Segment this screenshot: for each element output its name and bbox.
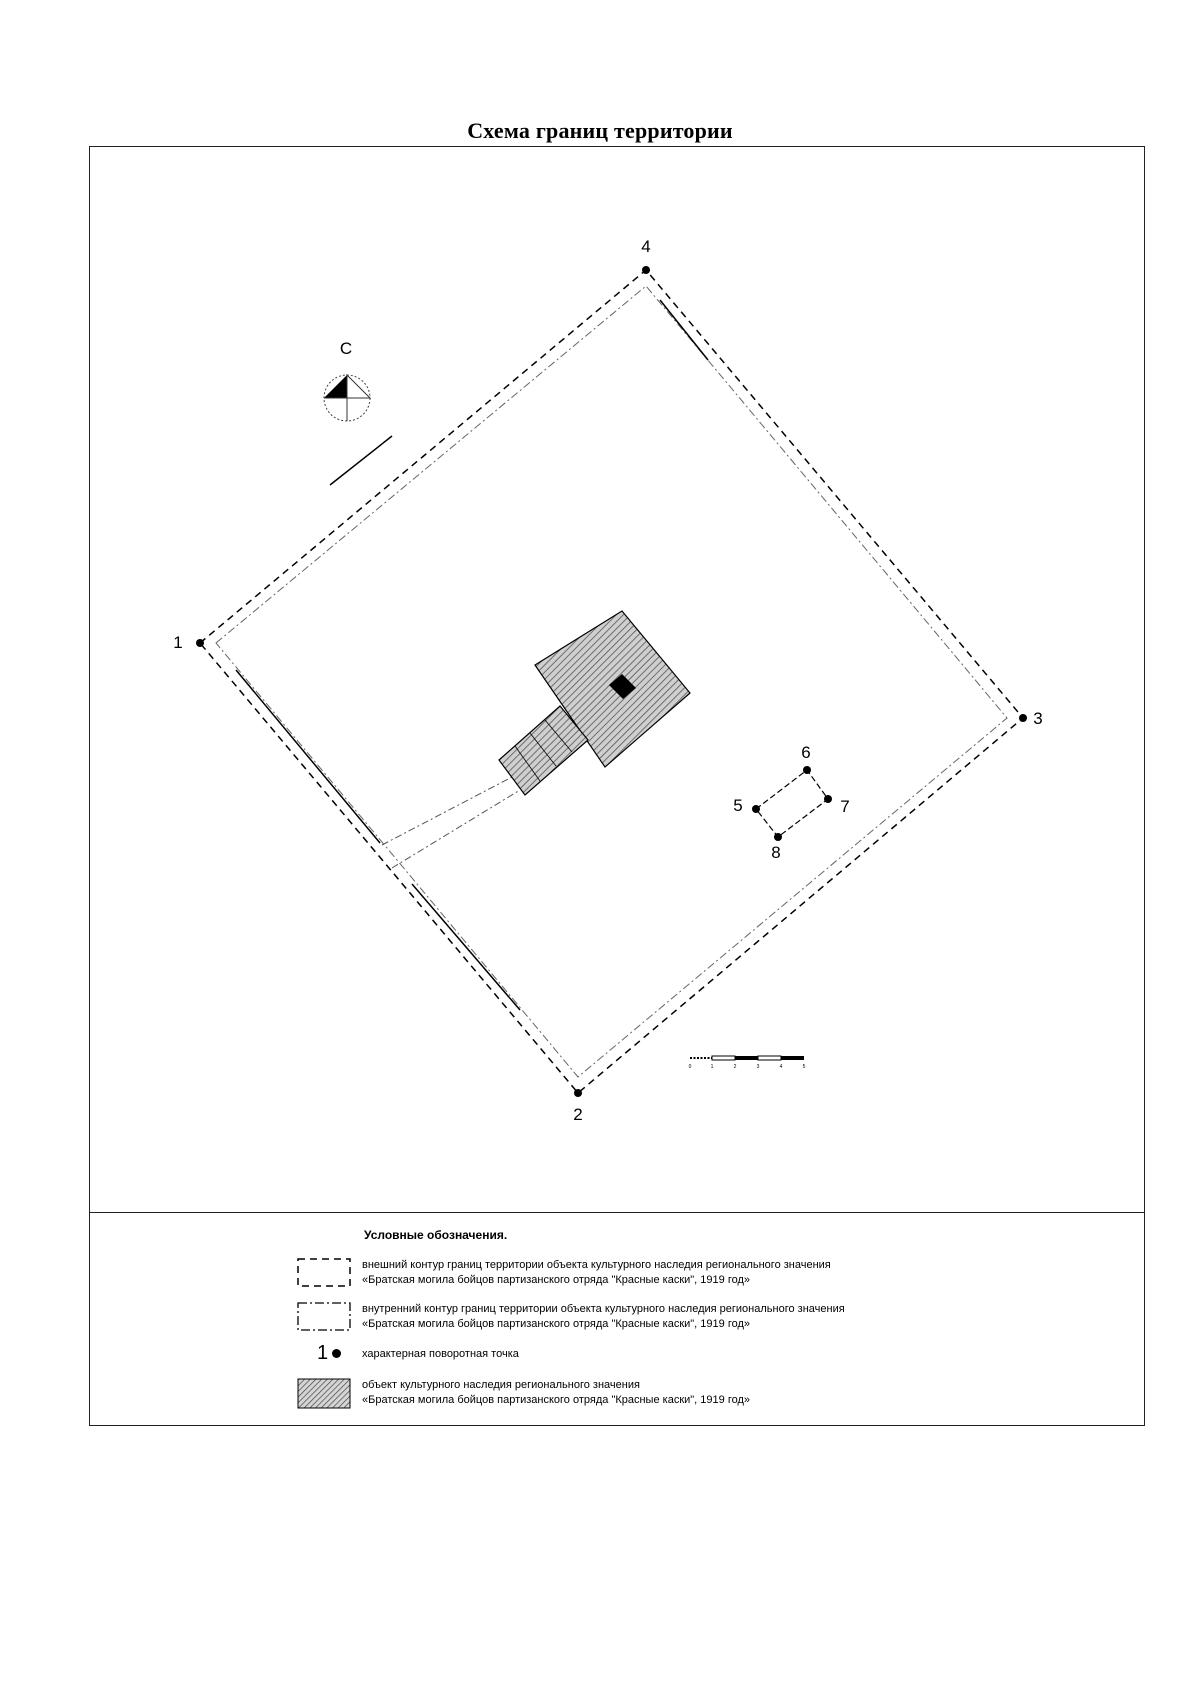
point-2-label: 2 xyxy=(573,1105,582,1124)
legend-text-line: «Братская могила бойцов партизанского от… xyxy=(362,1394,750,1406)
legend-text-line: «Братская могила бойцов партизанского от… xyxy=(362,1274,750,1286)
scale-tick: 1 xyxy=(711,1064,714,1070)
legend-text-line: объект культурного наследия региональног… xyxy=(362,1379,640,1391)
boundary-solid-segments xyxy=(235,299,709,1011)
legend-title: Условные обозначения. xyxy=(364,1228,508,1242)
access-path xyxy=(381,776,521,869)
legend-item-turning-point: 1 характерная поворотная точка xyxy=(296,1342,1056,1378)
legend-text-line: характерная поворотная точка xyxy=(362,1348,519,1360)
scale-tick: 4 xyxy=(780,1064,783,1070)
point-7 xyxy=(824,795,832,803)
legend-text-line: внутренний контур границ территории объе… xyxy=(362,1303,845,1315)
point-4-label: 4 xyxy=(641,237,650,256)
north-arrow-icon xyxy=(323,373,372,422)
point-5-label: 5 xyxy=(733,796,742,815)
heritage-object xyxy=(498,610,691,796)
inner-boundary xyxy=(215,285,1008,1078)
legend-item-outer-boundary: внешний контур границ территории объекта… xyxy=(296,1256,1056,1292)
point-7-label: 7 xyxy=(840,797,849,816)
point-3-label: 3 xyxy=(1033,709,1042,728)
legend-item-inner-boundary: внутренний контур границ территории объе… xyxy=(296,1300,1056,1336)
point-6 xyxy=(803,766,811,774)
point-8 xyxy=(774,833,782,841)
hatched-area-symbol-icon xyxy=(297,1378,351,1409)
point-8-label: 8 xyxy=(771,843,780,862)
point-1 xyxy=(196,639,204,647)
inner-boundary-symbol-icon xyxy=(297,1302,351,1331)
legend-marker-label: 1 xyxy=(317,1342,329,1364)
scale-tick: 5 xyxy=(803,1064,806,1070)
point-5 xyxy=(752,805,760,813)
scale-bar: 0 1 2 3 4 5 xyxy=(689,1055,806,1070)
scale-tick: 0 xyxy=(689,1064,692,1070)
north-label: С xyxy=(340,339,352,358)
legend-item-heritage-object: объект культурного наследия региональног… xyxy=(296,1376,1056,1412)
page-title: Схема границ территории xyxy=(467,118,733,143)
turning-points: 1 2 3 4 5 6 7 8 xyxy=(173,237,1042,1124)
point-2 xyxy=(574,1089,582,1097)
legend-text-line: «Братская могила бойцов партизанского от… xyxy=(362,1318,750,1330)
map-frame xyxy=(89,146,1145,1426)
small-enclosure xyxy=(755,769,829,838)
turning-point-symbol-icon: 1 xyxy=(296,1342,352,1366)
outer-boundary-symbol-icon xyxy=(297,1258,351,1287)
point-3 xyxy=(1019,714,1027,722)
legend-text-line: внешний контур границ территории объекта… xyxy=(362,1259,831,1271)
scale-tick: 2 xyxy=(734,1064,737,1070)
point-1-label: 1 xyxy=(173,633,182,652)
point-6-label: 6 xyxy=(801,743,810,762)
scale-tick: 3 xyxy=(757,1064,760,1070)
point-4 xyxy=(642,266,650,274)
legend-divider xyxy=(89,1212,1145,1213)
